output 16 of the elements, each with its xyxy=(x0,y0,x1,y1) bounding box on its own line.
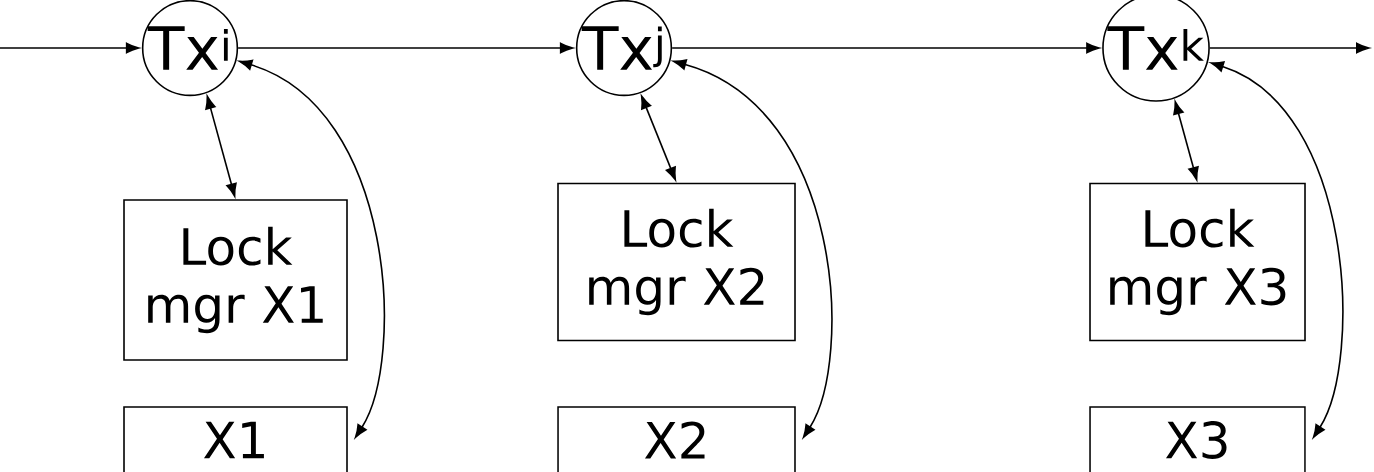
arrow xyxy=(1209,42,1370,54)
lock-manager-box: Lock mgr X1 xyxy=(123,199,348,361)
lock-manager-box: Lock mgr X2 xyxy=(557,182,796,342)
data-item-box: X3 xyxy=(1089,406,1306,472)
double-arrow xyxy=(1173,101,1199,181)
data-item-box: X1 xyxy=(123,406,348,472)
curved-double-arrow xyxy=(238,59,386,439)
lock-manager-box: Lock mgr X3 xyxy=(1089,182,1306,342)
curved-double-arrow xyxy=(1210,61,1344,439)
arrow xyxy=(0,42,140,54)
double-arrow xyxy=(640,95,677,181)
arrow xyxy=(671,42,1100,54)
double-arrow xyxy=(205,95,237,197)
arrow xyxy=(237,42,574,54)
curved-double-arrow xyxy=(672,59,833,439)
data-item-box: X2 xyxy=(557,406,796,472)
